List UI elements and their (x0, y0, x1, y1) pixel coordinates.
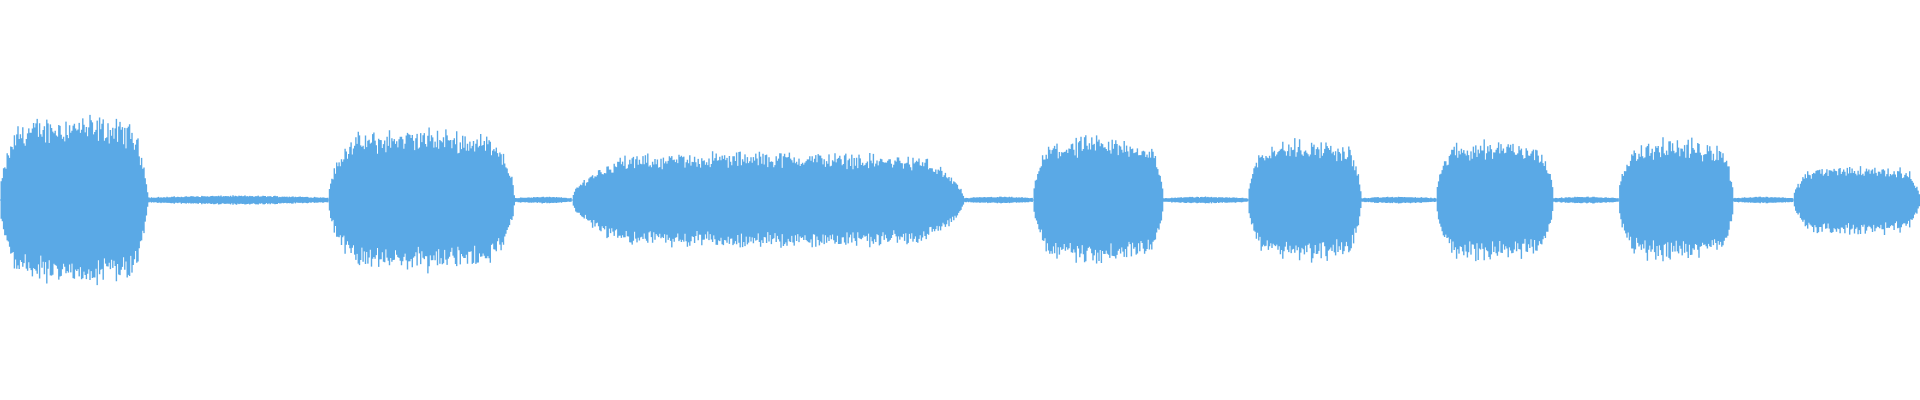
waveform-path (0, 114, 1920, 286)
waveform-samples (0, 114, 1920, 286)
